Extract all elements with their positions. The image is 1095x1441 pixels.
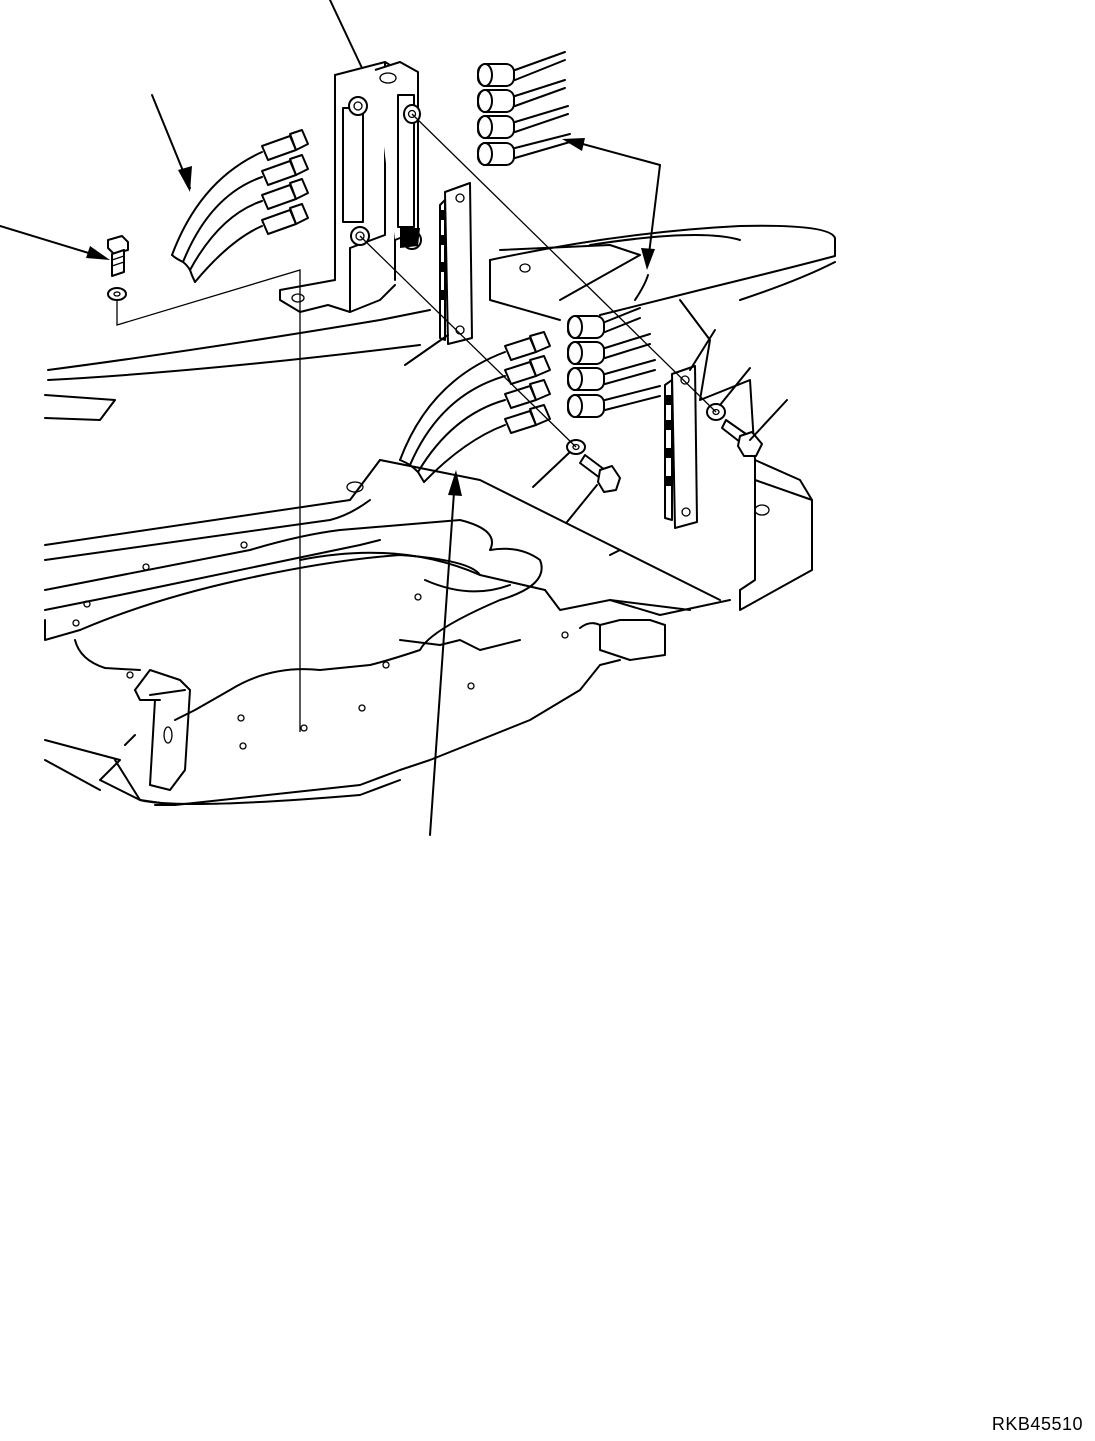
fitting-row-center xyxy=(504,331,551,434)
clamp-plate-left xyxy=(439,182,473,345)
hose-bundle-center xyxy=(399,331,551,483)
leader-lines xyxy=(0,0,788,836)
bolt-right xyxy=(721,419,763,457)
hose-bracket xyxy=(279,61,422,313)
machine-frame xyxy=(44,224,836,806)
drawing-reference-code: RKB45510 xyxy=(991,1414,1083,1434)
fitting-row-upper-left xyxy=(261,129,309,235)
clamp-plate-right xyxy=(664,365,698,529)
hose-bundle-upper-left xyxy=(171,129,309,283)
assembly-lines xyxy=(116,113,717,732)
bolt-left xyxy=(107,235,129,277)
bolt-center xyxy=(579,454,621,493)
mounting-holes xyxy=(72,541,569,750)
coupler-row-upper-right xyxy=(477,51,571,166)
coupler-row-right xyxy=(567,274,661,418)
washer-left xyxy=(107,287,127,301)
